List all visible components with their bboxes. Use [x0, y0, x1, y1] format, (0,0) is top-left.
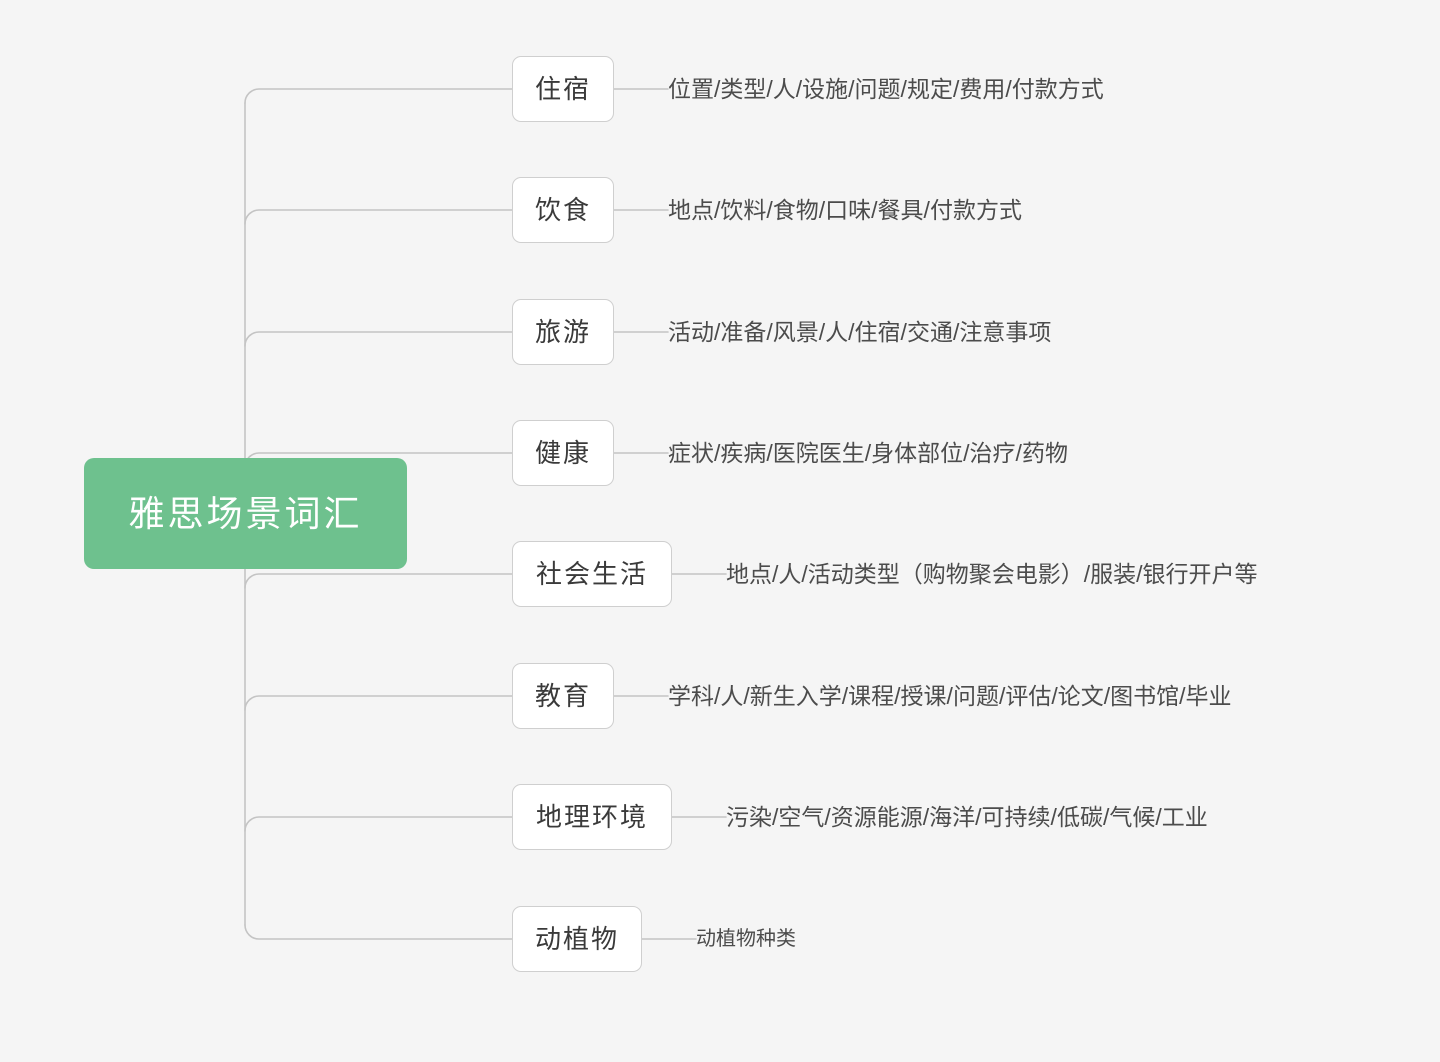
root-node[interactable]: 雅思场景词汇	[84, 458, 407, 569]
branch-box-3[interactable]: 旅游	[512, 299, 614, 365]
branch-label-3: 旅游	[534, 317, 591, 347]
branch-detail-6: 学科/人/新生入学/课程/授课/问题/评估/论文/图书馆/毕业	[668, 682, 1232, 709]
branch-box-7[interactable]: 地理环境	[512, 784, 672, 850]
branch-label-5: 社会生活	[535, 559, 648, 589]
connector-branch-6	[244, 695, 513, 711]
connector-branch-8	[244, 924, 513, 940]
branch-node-4: 健康 症状/疾病/医院医生/身体部位/治疗/药物	[512, 420, 1068, 486]
connector-branch-7	[244, 816, 513, 832]
branch-detail-4: 症状/疾病/医院医生/身体部位/治疗/药物	[668, 439, 1068, 466]
connector-branch-3	[244, 331, 513, 347]
branch-node-6: 教育 学科/人/新生入学/课程/授课/问题/评估/论文/图书馆/毕业	[512, 663, 1232, 729]
branch-box-5[interactable]: 社会生活	[512, 541, 672, 607]
branch-node-3: 旅游 活动/准备/风景/人/住宿/交通/注意事项	[512, 299, 1051, 365]
branch-label-4: 健康	[534, 438, 591, 468]
root-node-label: 雅思场景词汇	[128, 492, 363, 534]
branch-box-8[interactable]: 动植物	[512, 906, 642, 972]
connector-branch-5	[244, 573, 513, 589]
branch-node-2: 饮食 地点/饮料/食物/口味/餐具/付款方式	[512, 177, 1022, 243]
branch-box-4[interactable]: 健康	[512, 420, 614, 486]
branch-label-1: 住宿	[534, 74, 591, 104]
branch-label-7: 地理环境	[535, 802, 648, 832]
branch-detail-8: 动植物种类	[696, 928, 796, 950]
branch-detail-3: 活动/准备/风景/人/住宿/交通/注意事项	[668, 318, 1052, 345]
branch-node-7: 地理环境 污染/空气/资源能源/海洋/可持续/低碳/气候/工业	[512, 784, 1208, 850]
branch-label-8: 动植物	[534, 924, 619, 954]
branch-node-8: 动植物 动植物种类	[512, 906, 796, 972]
branch-box-2[interactable]: 饮食	[512, 177, 614, 243]
branch-detail-1: 位置/类型/人/设施/问题/规定/费用/付款方式	[668, 75, 1104, 102]
branch-box-6[interactable]: 教育	[512, 663, 614, 729]
connector-branch-1	[244, 88, 513, 104]
branch-label-6: 教育	[534, 681, 591, 711]
branch-node-5: 社会生活 地点/人/活动类型（购物聚会电影）/服装/银行开户等	[512, 541, 1258, 607]
branch-detail-5: 地点/人/活动类型（购物聚会电影）/服装/银行开户等	[726, 560, 1258, 587]
branch-label-2: 饮食	[534, 195, 591, 225]
branch-node-1: 住宿 位置/类型/人/设施/问题/规定/费用/付款方式	[512, 56, 1104, 122]
connector-branch-2	[244, 209, 513, 225]
branch-detail-7: 污染/空气/资源能源/海洋/可持续/低碳/气候/工业	[726, 803, 1208, 830]
branch-detail-2: 地点/饮料/食物/口味/餐具/付款方式	[668, 196, 1022, 223]
branch-box-1[interactable]: 住宿	[512, 56, 614, 122]
